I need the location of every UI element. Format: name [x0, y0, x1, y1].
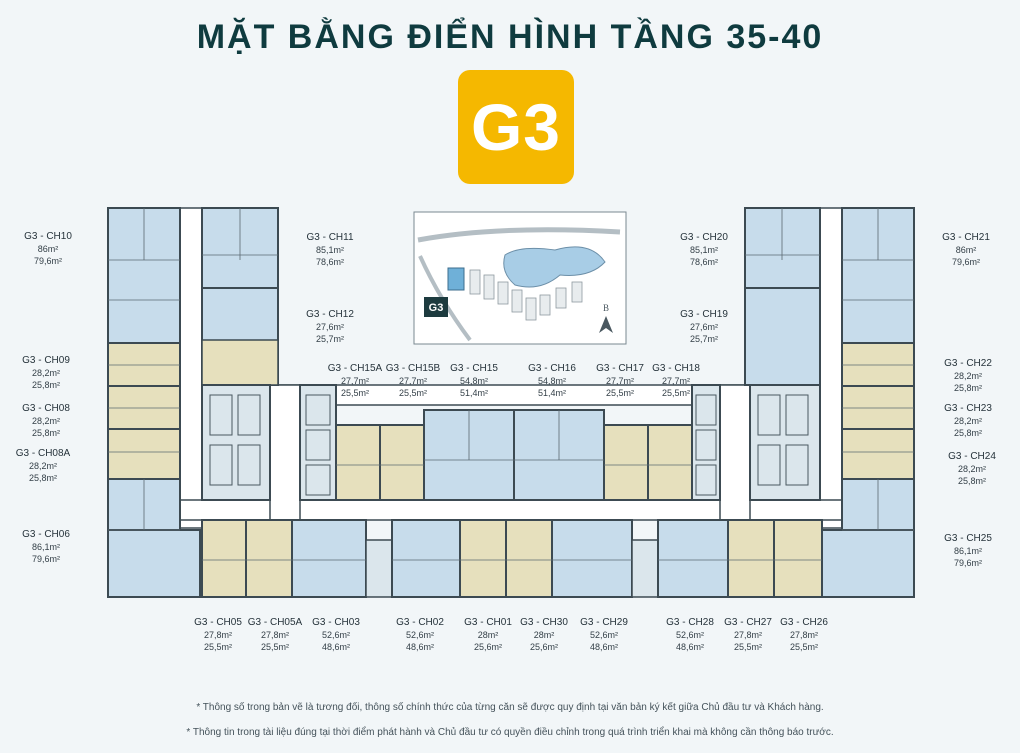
unit-ch20: [744, 207, 821, 289]
unit-ch05: [201, 519, 247, 598]
disclaimer-note-1: * Thông số trong bản vẽ là tương đối, th…: [196, 702, 824, 713]
building-badge: G3: [458, 70, 574, 184]
compass-letter: B: [603, 303, 609, 313]
unit-ch30: [505, 519, 553, 598]
location-minimap: G3 B: [413, 211, 627, 345]
unit-ch15b: [379, 424, 425, 501]
interior-partitions: [108, 208, 914, 561]
stair-core-right: [749, 384, 821, 501]
disclaimer-note-2: * Thông tin trong tài liệu đúng tại thời…: [186, 727, 834, 738]
unit-ch17: [603, 424, 649, 501]
core-details: [209, 394, 809, 496]
unit-ch29: [551, 519, 633, 598]
unit-ch08a: [107, 428, 181, 480]
unit-ch26: [773, 519, 823, 598]
unit-ch19: [744, 287, 821, 386]
unit-ch09: [107, 342, 181, 387]
unit-ch01: [459, 519, 507, 598]
unit-ch08: [107, 385, 181, 430]
unit-ch28: [657, 519, 729, 598]
unit-ch23: [841, 385, 915, 430]
unit-ch03: [291, 519, 367, 598]
right-wing: [744, 207, 915, 598]
unit-ch02: [391, 519, 461, 598]
building-g3-marker: [447, 267, 465, 291]
page-title: MẶT BẰNG ĐIỂN HÌNH TẦNG 35-40: [196, 18, 824, 56]
unit-ch05a: [245, 519, 293, 598]
south-row: [201, 519, 823, 598]
unit-ch27: [727, 519, 775, 598]
lake-shape: [503, 246, 606, 288]
unit-ch15a: [335, 424, 381, 501]
stair-core-left: [201, 384, 271, 501]
compass-icon: [599, 316, 613, 333]
middle-north-block: [299, 384, 721, 501]
elevator-core-right: [691, 384, 721, 501]
minimap-label: G3: [429, 302, 444, 314]
minimap-label-box: [424, 297, 448, 317]
elevator-core-left: [299, 384, 337, 501]
unit-ch18: [647, 424, 693, 501]
unit-ch24: [841, 428, 915, 480]
unit-ch22: [841, 342, 915, 387]
